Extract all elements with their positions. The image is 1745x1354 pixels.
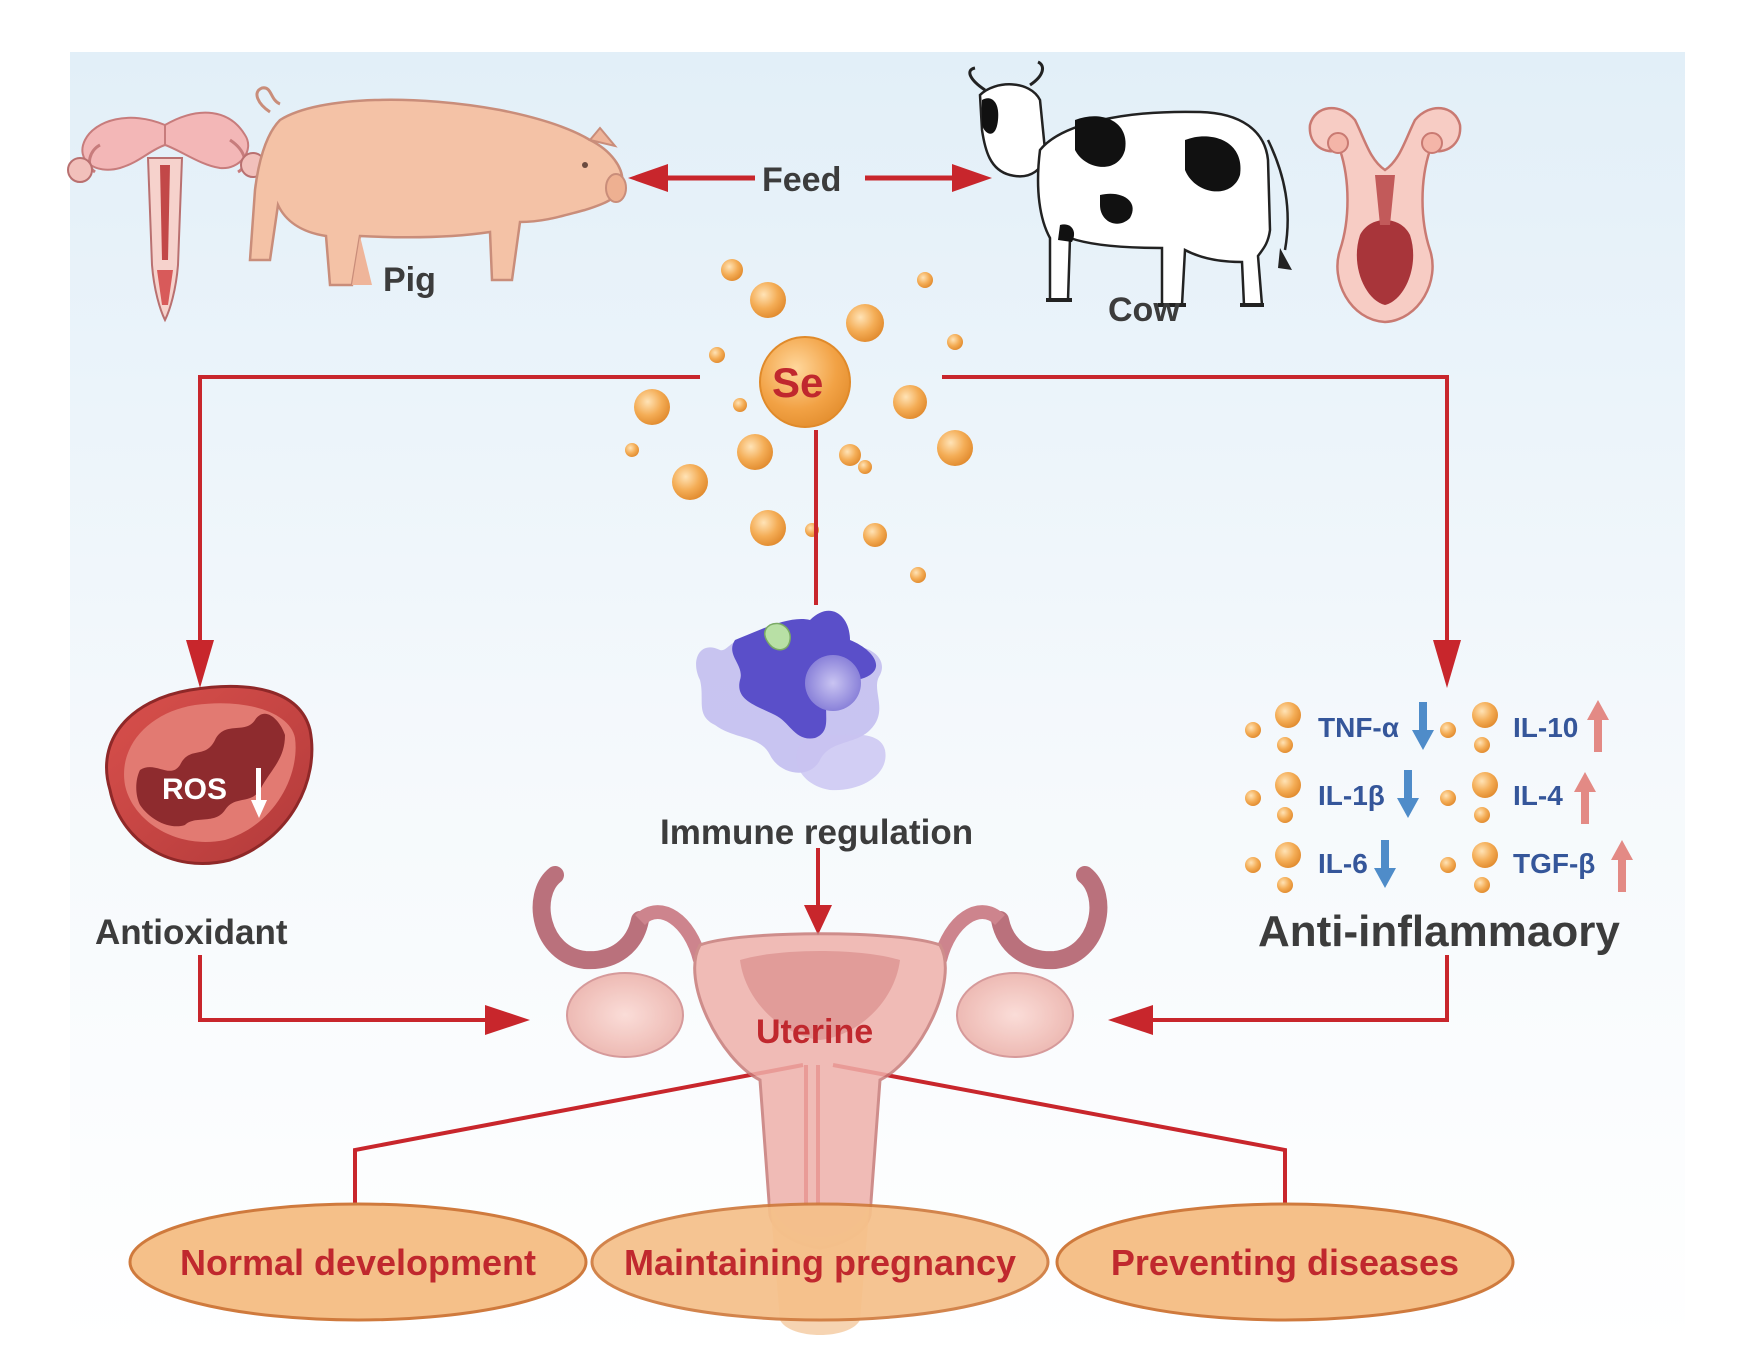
pig-uterus-illustration <box>67 111 266 323</box>
feed-double-arrow <box>628 164 992 192</box>
outcome-maintaining-pregnancy: Maintaining pregnancy <box>623 1242 1017 1283</box>
oval-maintaining-pregnancy <box>590 1202 1050 1322</box>
oval-normal-development <box>128 1202 588 1322</box>
ros-label: ROS <box>162 773 228 806</box>
antioxidant-label: Antioxidant <box>95 913 288 952</box>
cow-label: Cow <box>1108 291 1180 329</box>
cytokine-il-6: IL-6 <box>1318 848 1368 879</box>
pig-illustration <box>248 86 627 287</box>
pig-label: Pig <box>383 261 436 299</box>
connector-lines <box>198 375 1449 1205</box>
cytokine-up-arrows <box>1574 700 1633 892</box>
cow-illustration <box>968 60 1292 307</box>
oval-preventing-diseases <box>1055 1202 1515 1322</box>
selenium-ball <box>759 336 851 428</box>
uterine-label: Uterine <box>756 1013 874 1051</box>
cytokine-il-10: IL-10 <box>1513 712 1579 743</box>
feed-label: Feed <box>762 161 842 199</box>
immune-regulation-label: Immune regulation <box>660 813 974 852</box>
cytokine-tgf-beta: TGF-β <box>1513 848 1596 879</box>
selenium-particles <box>625 259 973 583</box>
cow-uterus-illustration <box>1308 106 1462 324</box>
ros-down-arrow <box>251 768 267 818</box>
outcome-preventing-diseases: Preventing diseases <box>1110 1242 1460 1283</box>
outcome-ovals <box>128 1202 1515 1322</box>
cytokine-down-arrows <box>1374 702 1434 888</box>
anti-inflammatory-label: Anti-inflammaory <box>1258 907 1620 956</box>
cytokine-il-1beta: IL-1β <box>1318 780 1385 811</box>
cytokine-tnf-alpha: TNF-α <box>1318 712 1399 743</box>
selenium-label: Se <box>772 359 824 406</box>
cytokine-il-4: IL-4 <box>1513 780 1563 811</box>
cytokine-particles <box>1245 702 1498 893</box>
immune-cell-illustration <box>696 610 886 791</box>
arrowheads <box>186 640 1461 1035</box>
mitochondrion-illustration <box>105 684 314 865</box>
outcome-normal-development: Normal development <box>179 1242 537 1283</box>
